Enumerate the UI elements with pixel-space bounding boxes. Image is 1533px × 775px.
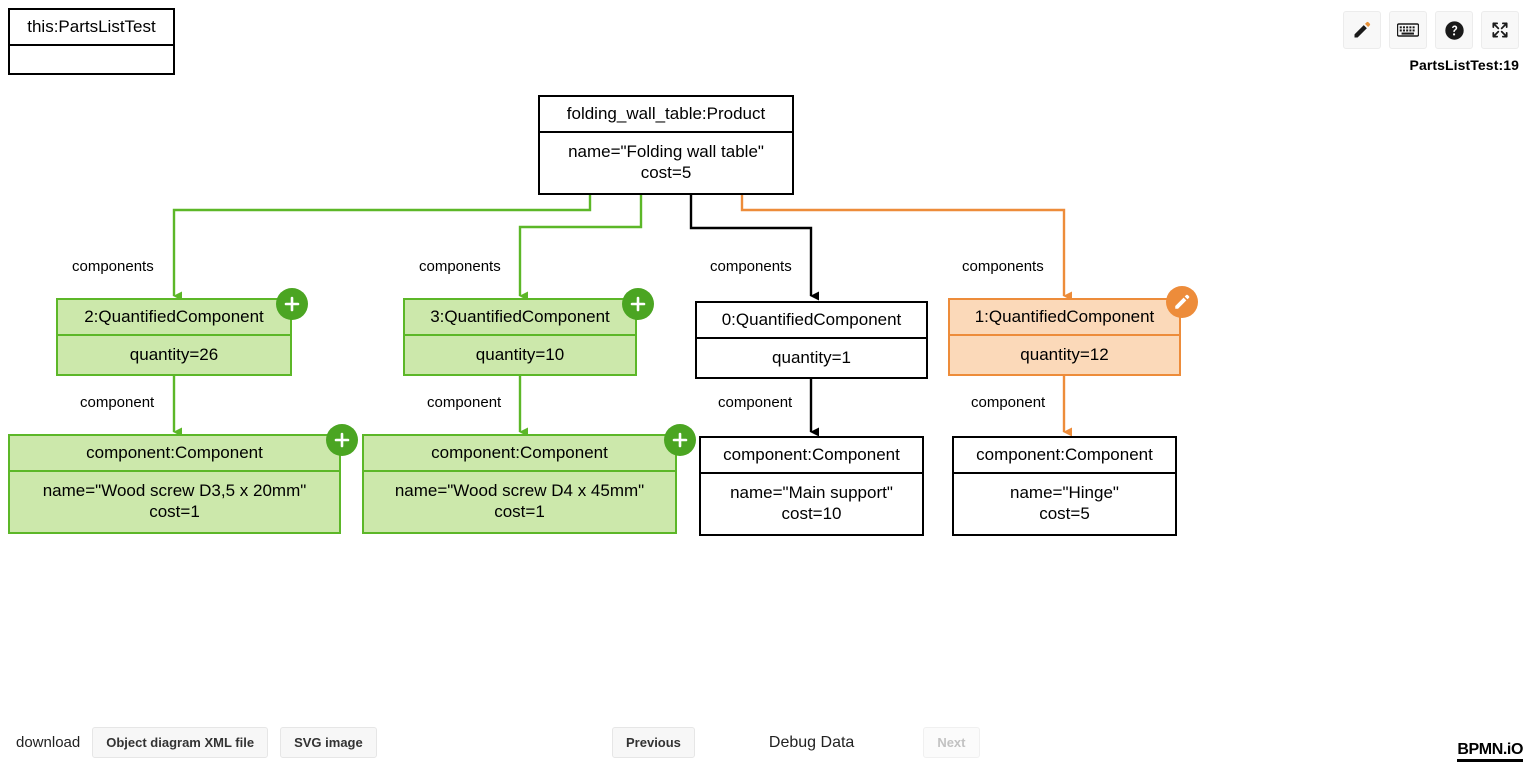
keyboard-icon[interactable] [1389, 11, 1427, 49]
plus-badge-icon[interactable] [276, 288, 308, 320]
edge-root-to-qc3 [518, 186, 643, 301]
node-product-root[interactable]: folding_wall_table:Product name="Folding… [538, 95, 794, 195]
top-toolbar [1343, 11, 1519, 49]
download-svg-button[interactable]: SVG image [280, 727, 377, 758]
download-xml-button[interactable]: Object diagram XML file [92, 727, 269, 758]
node-body: quantity=10 [405, 334, 635, 374]
bottom-bar: download Object diagram XML file SVG ima… [0, 700, 1533, 775]
diagram-canvas[interactable]: this:PartsListTest folding_wall_table:Pr… [0, 0, 1533, 700]
edge-label-component: component [718, 394, 793, 411]
node-title: 3:QuantifiedComponent [430, 307, 610, 326]
node-body: name="Main support" cost=10 [701, 472, 922, 534]
node-body: name="Hinge" cost=5 [954, 472, 1175, 534]
node-context-body [10, 44, 173, 73]
edge-label-components: components [710, 258, 792, 275]
next-button: Next [923, 727, 980, 758]
plus-badge-icon[interactable] [664, 424, 696, 456]
edit-pencil-badge-icon[interactable] [1166, 286, 1198, 318]
node-body: quantity=26 [58, 334, 290, 374]
edge-label-component: component [427, 394, 502, 411]
download-group: download Object diagram XML file SVG ima… [16, 727, 377, 758]
edge-root-to-qc0 [689, 186, 819, 301]
node-quantified-component-2[interactable]: 2:QuantifiedComponent quantity=26 [56, 298, 292, 377]
node-body: quantity=1 [697, 337, 926, 377]
help-icon[interactable] [1435, 11, 1473, 49]
node-context-title: this:PartsListTest [27, 17, 156, 36]
node-product-body: name="Folding wall table" cost=5 [540, 131, 792, 193]
edge-label-components: components [962, 258, 1044, 275]
edge-root-to-qc1 [740, 186, 1072, 301]
plus-badge-icon[interactable] [622, 288, 654, 320]
node-product-title: folding_wall_table:Product [566, 104, 766, 123]
node-quantified-component-0[interactable]: 0:QuantifiedComponent quantity=1 [695, 301, 928, 380]
fullscreen-icon[interactable] [1481, 11, 1519, 49]
debug-data-label: Debug Data [768, 733, 855, 751]
node-component-wood-screw-d35[interactable]: component:Component name="Wood screw D3,… [8, 434, 341, 534]
node-title: component:Component [723, 445, 900, 464]
navigation-group: Previous Debug Data Next [612, 727, 980, 758]
node-component-wood-screw-d4[interactable]: component:Component name="Wood screw D4 … [362, 434, 677, 534]
node-component-main-support[interactable]: component:Component name="Main support" … [699, 436, 924, 536]
node-body: name="Wood screw D3,5 x 20mm" cost=1 [10, 470, 339, 532]
version-label: PartsListTest:19 [1409, 57, 1519, 73]
edge-label-component: component [971, 394, 1046, 411]
node-title: component:Component [431, 443, 608, 462]
edge-label-components: components [419, 258, 501, 275]
node-title: 0:QuantifiedComponent [721, 310, 902, 329]
edge-label-components: components [72, 258, 154, 275]
edge-root-to-qc2 [172, 186, 592, 301]
node-body: name="Wood screw D4 x 45mm" cost=1 [364, 470, 675, 532]
plus-badge-icon[interactable] [326, 424, 358, 456]
node-title: component:Component [976, 445, 1153, 464]
previous-button[interactable]: Previous [612, 727, 695, 758]
node-context[interactable]: this:PartsListTest [8, 8, 175, 75]
node-component-hinge[interactable]: component:Component name="Hinge" cost=5 [952, 436, 1177, 536]
node-title: 1:QuantifiedComponent [974, 307, 1155, 326]
download-label: download [16, 734, 81, 751]
node-body: quantity=12 [950, 334, 1179, 374]
node-quantified-component-3[interactable]: 3:QuantifiedComponent quantity=10 [403, 298, 637, 377]
node-title: 2:QuantifiedComponent [84, 307, 264, 326]
bpmn-io-logo[interactable]: BPMN.iO [1457, 742, 1523, 762]
edge-label-component: component [80, 394, 155, 411]
edge-layer [172, 186, 1072, 437]
node-quantified-component-1[interactable]: 1:QuantifiedComponent quantity=12 [948, 298, 1181, 377]
edit-pencil-icon[interactable] [1343, 11, 1381, 49]
node-title: component:Component [86, 443, 263, 462]
